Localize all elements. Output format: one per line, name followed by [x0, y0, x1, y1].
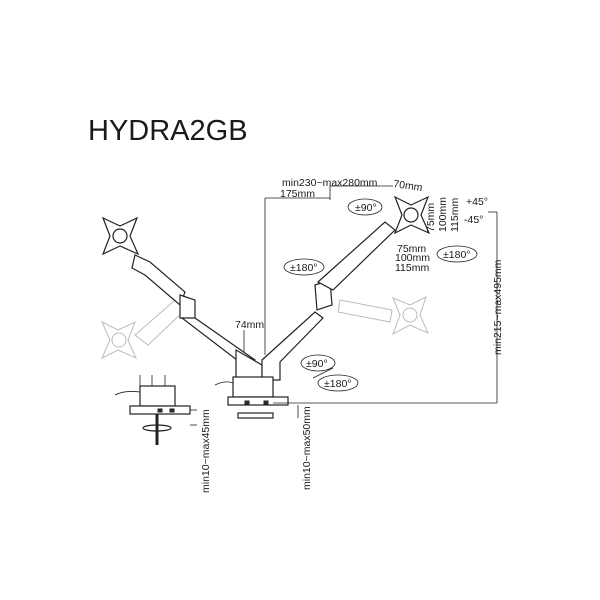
grommet-thickness-label: min10~max45mm — [200, 409, 212, 493]
rotate-arrow-icon — [347, 198, 383, 216]
clamp-thickness-label: min10~max50mm — [301, 406, 313, 490]
vesa-h-115-label: 115mm — [395, 262, 429, 274]
base-swivel-label: ±90° — [306, 358, 328, 370]
rotate-arrow-icon — [317, 374, 359, 392]
vesa-offset-label: 70mm — [393, 178, 424, 194]
pole-offset-label: 175mm — [280, 188, 315, 200]
base-rotate-label: ±180° — [324, 378, 351, 390]
rotate-arrow-icon — [436, 245, 478, 263]
arm-length-label: min230~max280mm — [282, 177, 378, 189]
dimension-lines — [190, 185, 498, 426]
elbow-rotate-label: ±180° — [290, 262, 317, 274]
vesa-v-115-label: 115mm — [449, 198, 461, 232]
vesa-v-75-label: 75mm — [425, 203, 437, 232]
ghost-left-mount — [100, 299, 186, 360]
tilt-down-label: -45° — [464, 214, 483, 226]
vesa-v-100-label: 100mm — [437, 197, 449, 232]
rotate-arrow-icon — [300, 354, 336, 372]
right-arm — [261, 195, 431, 381]
head-swivel-label: ±90° — [355, 202, 377, 214]
height-range-label: min215~max495mm — [492, 259, 504, 355]
head-rotate-label: ±180° — [443, 249, 470, 261]
vesa-h-100-label: 100mm — [395, 252, 430, 264]
vesa-h-75-label: 75mm — [397, 243, 426, 255]
tilt-up-label: +45° — [466, 196, 488, 208]
grommet-base — [114, 375, 191, 445]
pole-width-label: 74mm — [235, 319, 264, 331]
ghost-right-mount — [337, 296, 429, 336]
product-title: HYDRA2GB — [88, 115, 248, 147]
left-arm — [101, 216, 263, 381]
desk-clamp — [214, 376, 289, 419]
rotate-arrow-icon — [283, 258, 325, 276]
